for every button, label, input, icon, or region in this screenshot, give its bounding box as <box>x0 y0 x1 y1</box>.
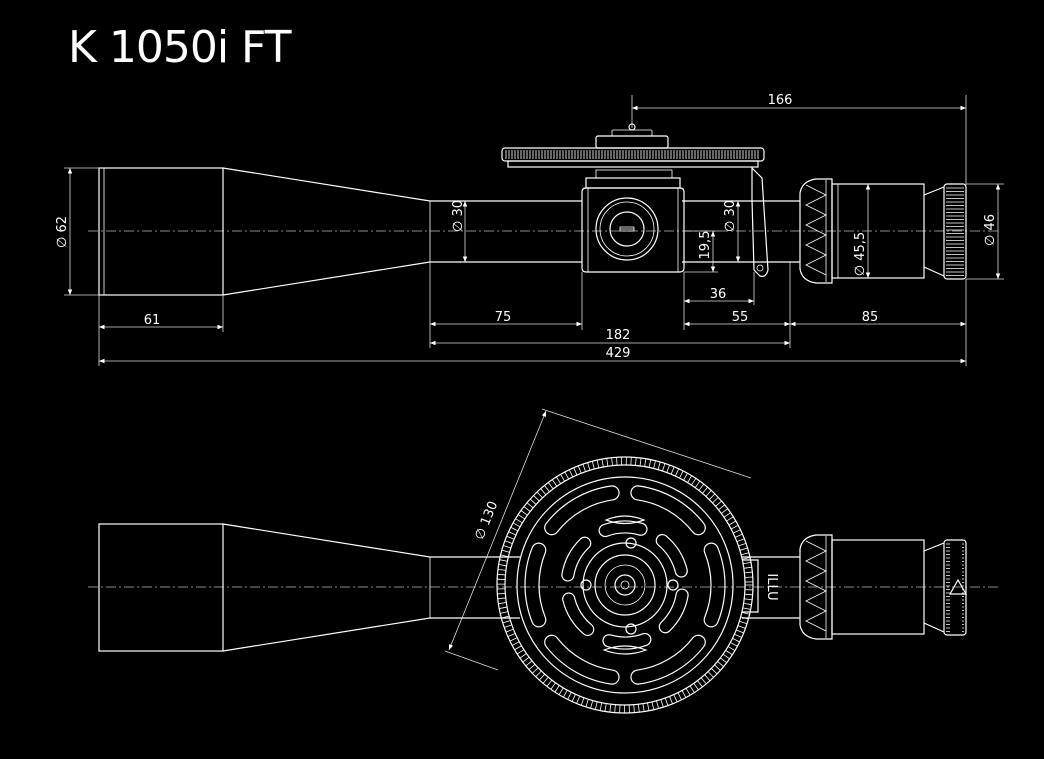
dim-label-429: 429 <box>606 346 631 361</box>
side-view: 166 ∅ 62 ∅ 30 ∅ 30 19,5 ∅ 45,5 ∅ 46 36 6… <box>55 93 1004 366</box>
dial-outer-slot <box>630 634 706 685</box>
dial-inner-slot <box>602 632 652 650</box>
dimension-lines <box>64 95 1004 366</box>
objective-bell-top <box>98 523 800 652</box>
main-tube <box>429 200 800 263</box>
dial-outer-slot <box>544 485 620 536</box>
dim-label-dia-130: ∅ 130 <box>472 499 501 542</box>
dial-outer-slot <box>630 485 706 536</box>
dim-label-dia-30-rear: ∅ 30 <box>723 200 738 232</box>
dim-label-dia-46: ∅ 46 <box>983 214 998 246</box>
turret-mark-text: ILLU <box>764 573 779 600</box>
turret-housing <box>581 187 685 273</box>
turret-dial-side <box>501 123 765 168</box>
triangle-icon <box>948 578 968 595</box>
dim-label-55: 55 <box>732 310 749 325</box>
dial-inner-slot <box>562 592 595 637</box>
dim-label-dia-45-5: ∅ 45,5 <box>853 232 868 276</box>
magnification-ring <box>799 178 833 284</box>
dim-label-dia-62: ∅ 62 <box>55 216 70 248</box>
turret-dial-top <box>496 456 759 714</box>
dim-label-36: 36 <box>710 287 727 302</box>
eyepiece <box>831 183 967 280</box>
dial-inner-slot <box>658 588 689 634</box>
eyepiece-top <box>831 539 968 636</box>
dial-outer-slot <box>524 542 547 628</box>
dial-outer-slot <box>703 542 726 628</box>
dim-label-166: 166 <box>768 93 793 108</box>
top-view: ILLU ∅ 130 <box>88 408 1000 714</box>
dim-label-75: 75 <box>495 310 512 325</box>
dim-label-61: 61 <box>144 313 161 328</box>
dial-inner-slot <box>561 536 592 582</box>
side-clip <box>751 166 769 277</box>
objective-bell <box>98 167 431 296</box>
dial-outer-slot <box>544 634 620 685</box>
dim-label-85: 85 <box>862 310 879 325</box>
dim-label-19-5: 19,5 <box>698 231 713 260</box>
product-title: K 1050i FT <box>68 22 291 73</box>
turret-stem <box>585 169 681 189</box>
dim-label-dia-30-front: ∅ 30 <box>451 200 466 232</box>
dimension-dia-130 <box>444 408 752 671</box>
magnification-ring-top <box>799 534 833 640</box>
dial-inner-slot <box>655 533 688 578</box>
dim-label-182: 182 <box>606 328 631 343</box>
